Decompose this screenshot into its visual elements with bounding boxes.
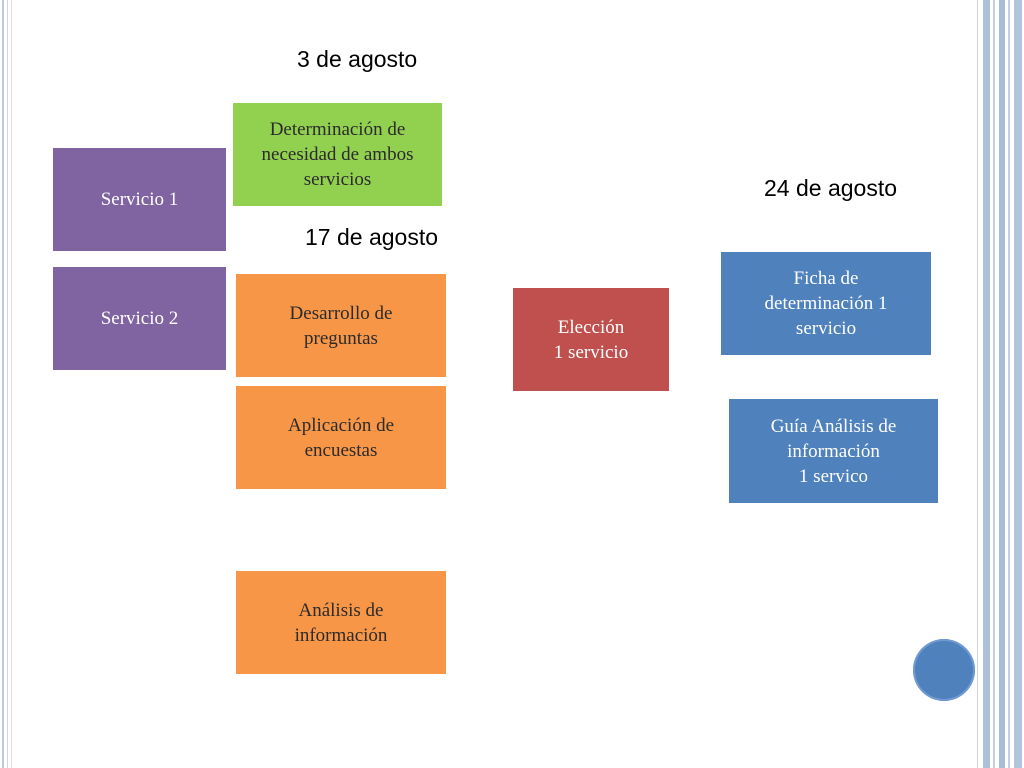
slide-frame-right bbox=[974, 0, 1024, 768]
box-servicio-1: Servicio 1 bbox=[53, 148, 226, 251]
box-guia-analisis: Guía Análisis de información 1 servico bbox=[729, 399, 938, 503]
decorative-circle-icon bbox=[913, 639, 975, 701]
box-desarrollo-preguntas: Desarrollo de preguntas bbox=[236, 274, 446, 377]
date-label-aug24: 24 de agosto bbox=[764, 175, 898, 201]
box-eleccion-servicio: Elección 1 servicio bbox=[513, 288, 669, 391]
slide-frame-left bbox=[0, 0, 14, 768]
box-determinacion-necesidad: Determinación de necesidad de ambos serv… bbox=[233, 103, 442, 206]
box-aplicacion-encuestas: Aplicación de encuestas bbox=[236, 386, 446, 489]
date-label-aug17: 17 de agosto bbox=[305, 224, 439, 250]
box-ficha-determinacion: Ficha de determinación 1 servicio bbox=[721, 252, 931, 355]
date-label-aug3: 3 de agosto bbox=[297, 46, 418, 72]
box-servicio-2: Servicio 2 bbox=[53, 267, 226, 370]
box-analisis-informacion: Análisis de información bbox=[236, 571, 446, 674]
